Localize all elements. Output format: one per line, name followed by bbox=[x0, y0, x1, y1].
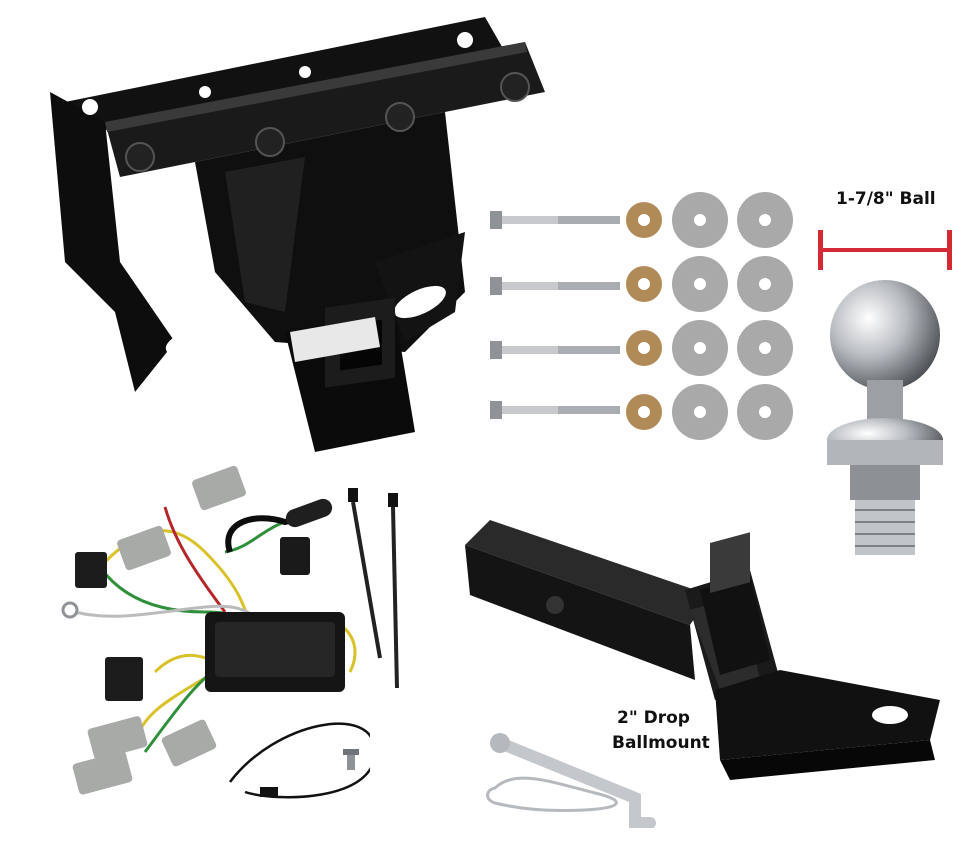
wiring-harness bbox=[61, 465, 370, 799]
dimension-bar bbox=[818, 230, 952, 270]
cable-ties bbox=[348, 488, 399, 688]
hitch-ball bbox=[827, 280, 943, 555]
ballmount-label-line2: Ballmount bbox=[612, 733, 710, 753]
mounting-bolts bbox=[490, 211, 620, 419]
receiver-hitch bbox=[50, 17, 545, 452]
hitch-pin-clip bbox=[486, 733, 656, 828]
ballmount-label-line1: 2" Drop bbox=[617, 708, 690, 728]
ball-size-label: 1-7/8" Ball bbox=[836, 189, 936, 209]
ballmount bbox=[465, 520, 940, 780]
washers bbox=[626, 192, 793, 440]
